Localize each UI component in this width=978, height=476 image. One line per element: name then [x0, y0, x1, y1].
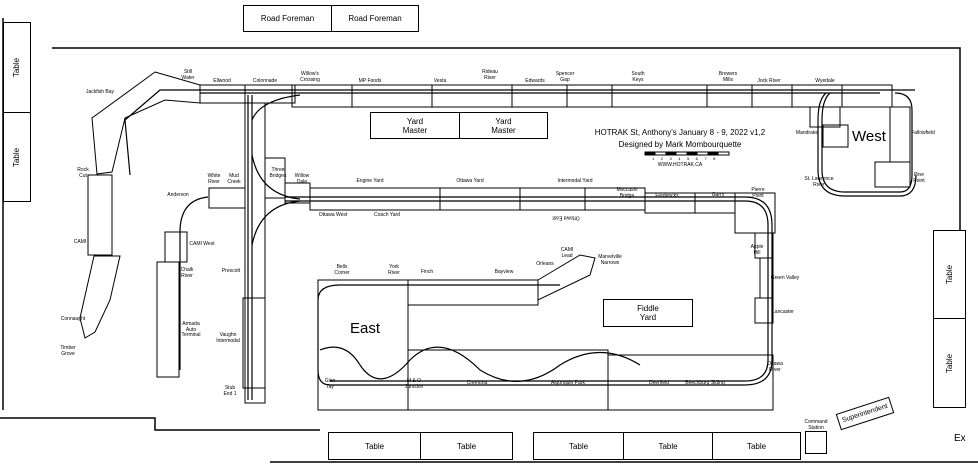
- designer-credit: Designed by Mark Mombourquette: [618, 140, 742, 149]
- table-bottom-5: Table: [712, 432, 801, 460]
- station-label: South Keys: [631, 71, 645, 83]
- fiddle-yard: Fiddle Yard: [603, 299, 693, 327]
- road-foreman-station-2: Road Foreman: [331, 5, 419, 32]
- station-label: Jock River: [757, 78, 781, 84]
- station-label: MP Foods: [358, 78, 382, 84]
- station-label: Green Valley: [770, 275, 800, 281]
- table-right-1: Table: [933, 230, 966, 319]
- command-station-label: Command Station: [804, 419, 828, 431]
- layout-title: HOTRAK St, Anthony's January 8 - 9, 2022…: [594, 128, 766, 137]
- station-label: Edwards: [525, 78, 545, 84]
- scale-bar: [644, 151, 730, 156]
- station-label: York River: [388, 264, 400, 276]
- station-label: Prescott: [221, 268, 241, 274]
- table-bottom-1: Table: [328, 432, 421, 460]
- station-label: Orleans: [536, 261, 554, 267]
- station-label: Marvelville Narrows: [598, 254, 622, 266]
- table-left-1: Table: [3, 22, 31, 113]
- region-east: East: [350, 320, 381, 337]
- yard-master-station-2: Yard Master: [459, 112, 548, 139]
- road-foreman-station-1: Road Foreman: [243, 5, 332, 32]
- station-label: Finch: [420, 269, 434, 275]
- station-label: CAMI Lead: [560, 247, 574, 259]
- station-label: Rideau River: [482, 69, 498, 81]
- station-label: Colonnade: [252, 78, 278, 84]
- station-label: Stub End 1: [223, 385, 237, 397]
- station-label: Ottawa River: [767, 361, 783, 373]
- station-label: Lancaster: [772, 309, 794, 315]
- station-label: Bells Corner: [334, 264, 350, 276]
- station-label: Fallowfield: [911, 130, 935, 136]
- station-label: Willow's Crossing: [300, 71, 320, 83]
- station-label: Ottawa West: [318, 212, 348, 218]
- station-label: Three Bridges: [269, 167, 287, 179]
- station-label: Still Water: [181, 69, 195, 81]
- station-label: Mandrake: [795, 130, 819, 136]
- station-label: Anderson: [167, 192, 189, 198]
- station-label: Cremona: [466, 380, 488, 386]
- station-label: Wyedale: [815, 78, 835, 84]
- table-bottom-4: Table: [623, 432, 713, 460]
- station-label: Ottawa Yard: [456, 178, 484, 184]
- station-label: Bayview: [494, 269, 514, 275]
- station-label: Chalk River: [180, 267, 194, 279]
- station-label: Vaughn Intermodal: [216, 332, 240, 344]
- station-label: Pierre Point: [751, 187, 765, 199]
- station-label: Glen Tay: [324, 378, 336, 390]
- station-label: Timber Grove: [60, 345, 76, 357]
- station-label: Coach Yard: [374, 212, 400, 218]
- station-label: Connaught: [60, 316, 86, 322]
- station-label: Spencer Gap: [555, 71, 575, 83]
- station-label: Ottawa East: [552, 214, 580, 221]
- website: WWW.HOTRAK.CA: [657, 162, 703, 168]
- station-label: Garry: [711, 192, 725, 198]
- station-label: CAMI: [73, 239, 87, 245]
- station-label: Jackfish Bay: [85, 89, 115, 95]
- station-label: Apple Hill: [750, 244, 764, 256]
- station-label: Beechburg Siding: [685, 380, 725, 386]
- station-label: Deerfield: [648, 380, 670, 386]
- station-label: CAMI West: [189, 241, 215, 247]
- mainline-track: [124, 89, 917, 400]
- station-label: Willow Dale: [294, 173, 310, 185]
- station-label: Rock Cut: [77, 167, 89, 179]
- yard-master-station-1: Yard Master: [370, 112, 460, 139]
- table-bottom-2: Table: [420, 432, 513, 460]
- station-label: St. Lawrence River: [804, 176, 834, 188]
- station-label: M & O Junction: [404, 378, 424, 390]
- table-left-2: Table: [3, 112, 31, 202]
- station-label: Fredericks: [655, 193, 679, 199]
- station-label: White River: [207, 173, 221, 185]
- table-bottom-3: Table: [533, 432, 624, 460]
- station-label: Ellwood: [213, 78, 231, 84]
- station-label: Pine Point: [913, 172, 925, 184]
- region-west: West: [852, 128, 886, 145]
- station-label: Brewers Mills: [718, 71, 738, 83]
- station-label: Moccasin Bridge: [616, 187, 638, 199]
- station-label: Engine Yard: [356, 178, 384, 184]
- station-label: Intermodal Yard: [557, 178, 593, 184]
- exit-label: Ex: [954, 433, 966, 444]
- command-station-box: [805, 431, 827, 454]
- station-label: Mud Creek: [227, 173, 241, 185]
- station-label: Algonquin Park: [551, 380, 585, 386]
- station-label: Vesta: [433, 78, 447, 84]
- station-label: Armada Auto Terminal: [181, 321, 201, 338]
- benchwork: [79, 71, 911, 411]
- table-right-2: Table: [933, 318, 966, 408]
